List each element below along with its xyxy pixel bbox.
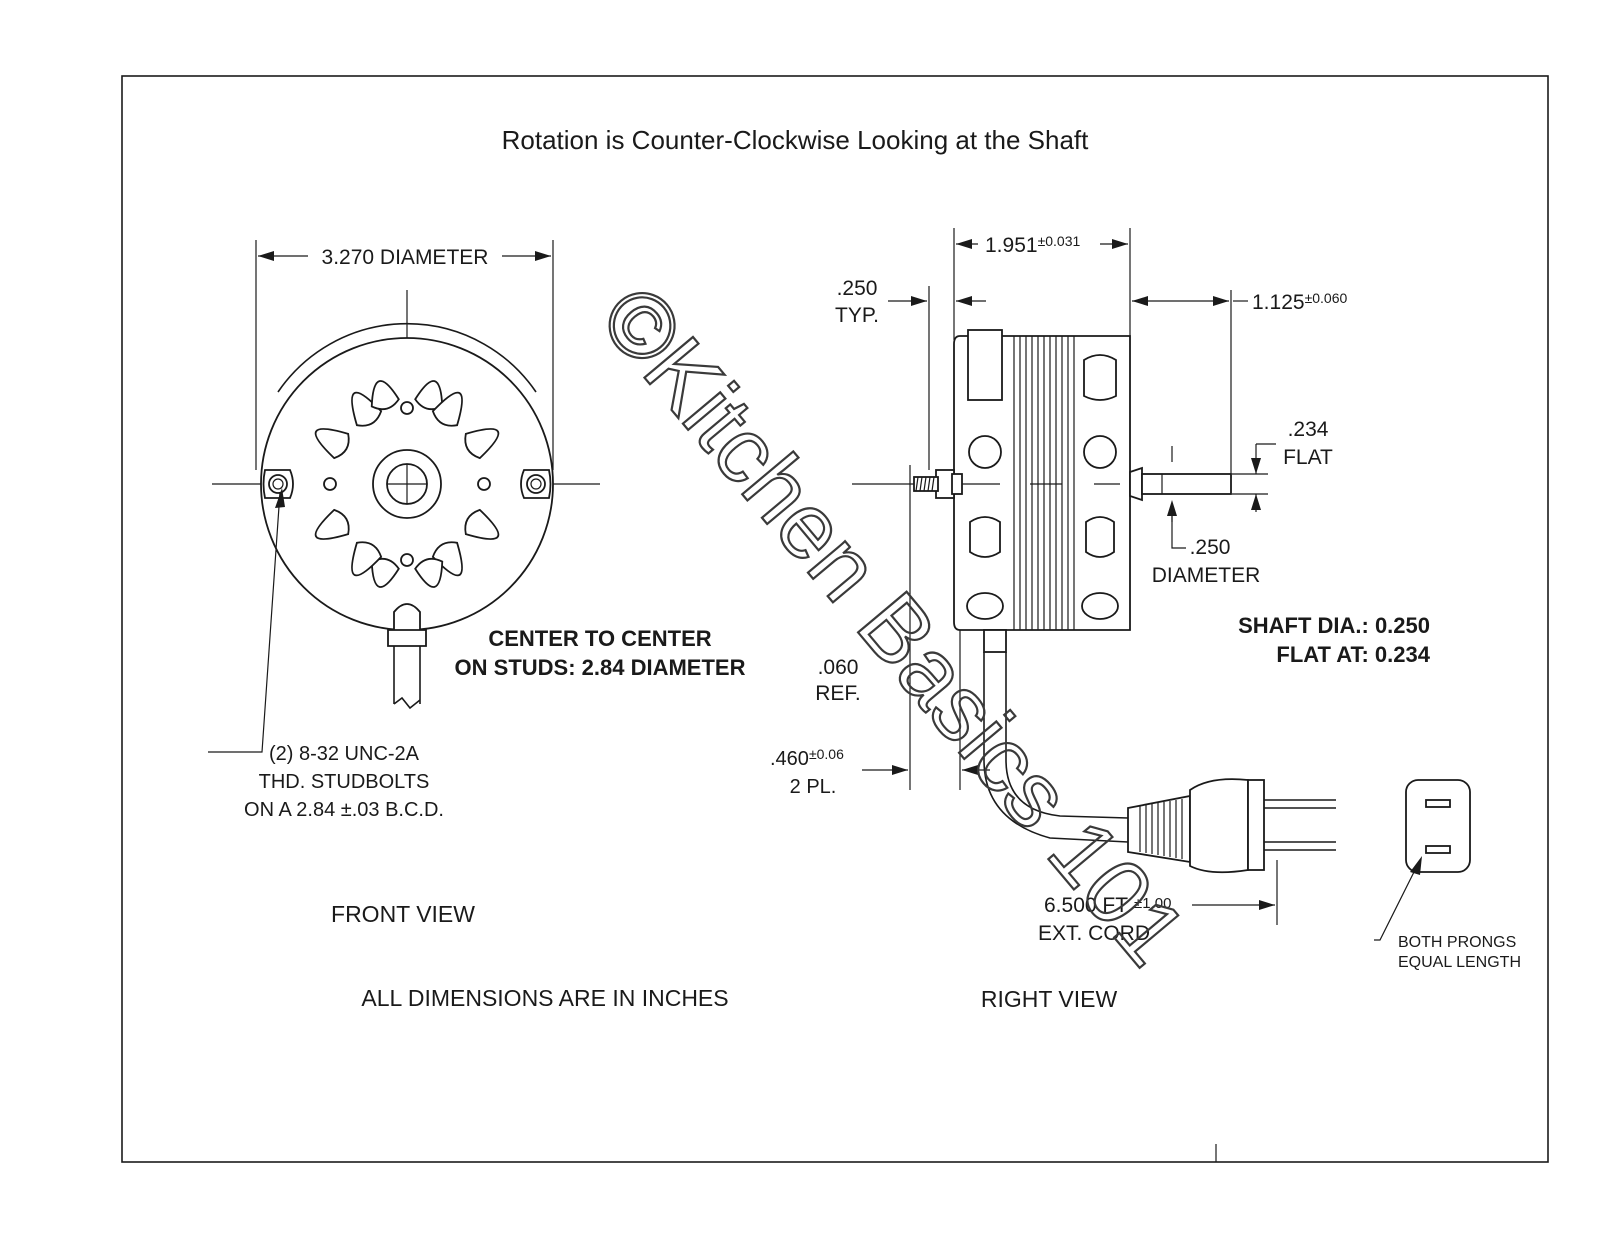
prong-note-line2: EQUAL LENGTH <box>1398 954 1521 971</box>
center-to-center-line2: ON STUDS: 2.84 DIAMETER <box>455 655 746 680</box>
stud-note-line2: THD. STUDBOLTS <box>259 771 430 793</box>
typ-label: TYP. <box>835 304 879 327</box>
width-tol: ±0.031 <box>1038 233 1081 249</box>
prong-note-line1: BOTH PRONGS <box>1398 934 1516 951</box>
ref-value: .060 <box>818 656 859 679</box>
ref-label: REF. <box>815 682 861 705</box>
vent-slots <box>314 380 500 588</box>
stud-note-line1: (2) 8-32 UNC-2A <box>269 743 420 765</box>
svg-text:6.500 FT±1.00: 6.500 FT ±1.00 <box>1044 894 1171 917</box>
cord-length-value: 6.500 FT <box>1044 894 1128 917</box>
stud-note-line3: ON A 2.84 ±.03 B.C.D. <box>244 799 444 821</box>
stud-right <box>520 469 552 499</box>
width-value: 1.951 <box>985 234 1038 257</box>
front-view: 3.270 DIAMETER <box>208 240 746 1011</box>
flat-value: .234 <box>1288 418 1329 441</box>
svg-text:1.125±0.060: 1.125±0.060 <box>1252 290 1347 314</box>
stud-left <box>262 469 294 499</box>
sheet-border <box>121 75 1549 1163</box>
shaft-length-tol: ±0.060 <box>1305 290 1348 306</box>
shaft-length-value: 1.125 <box>1252 291 1305 314</box>
stud-length-tol: ±0.06 <box>809 746 844 762</box>
flat-label: FLAT <box>1283 446 1333 469</box>
svg-text:1.951±0.031: 1.951±0.031 <box>985 233 1080 257</box>
front-diameter-label: 3.270 DIAMETER <box>322 246 489 269</box>
shaft-spec-line1: SHAFT DIA.: 0.250 <box>1238 613 1430 638</box>
plug-face <box>1405 779 1471 873</box>
typ-value: .250 <box>837 277 878 300</box>
shaft-dia-label: DIAMETER <box>1152 564 1261 587</box>
center-to-center-line1: CENTER TO CENTER <box>488 626 711 651</box>
laminations <box>1013 336 1075 630</box>
svg-text:.460±0.06: .460±0.06 <box>770 746 844 770</box>
stud-length-label: 2 PL. <box>790 776 837 798</box>
cord-length-tol: ±1.00 <box>1134 895 1171 912</box>
shaft-spec-line2: FLAT AT: 0.234 <box>1276 642 1430 667</box>
shaft-dia-value: .250 <box>1190 536 1231 559</box>
threaded-stud <box>913 476 939 492</box>
power-cord <box>983 629 1336 874</box>
front-view-label: FRONT VIEW <box>331 901 475 927</box>
stud-length-value: .460 <box>770 748 809 770</box>
drawing-title: Rotation is Counter-Clockwise Looking at… <box>502 125 1090 155</box>
right-view: 1.951±0.031 .250 TYP. 1.125±0.060 <box>770 228 1521 1012</box>
right-view-label: RIGHT VIEW <box>981 986 1118 1012</box>
shaft <box>1141 473 1232 495</box>
cord-label: EXT. CORD <box>1038 922 1150 945</box>
units-note: ALL DIMENSIONS ARE IN INCHES <box>361 985 728 1011</box>
